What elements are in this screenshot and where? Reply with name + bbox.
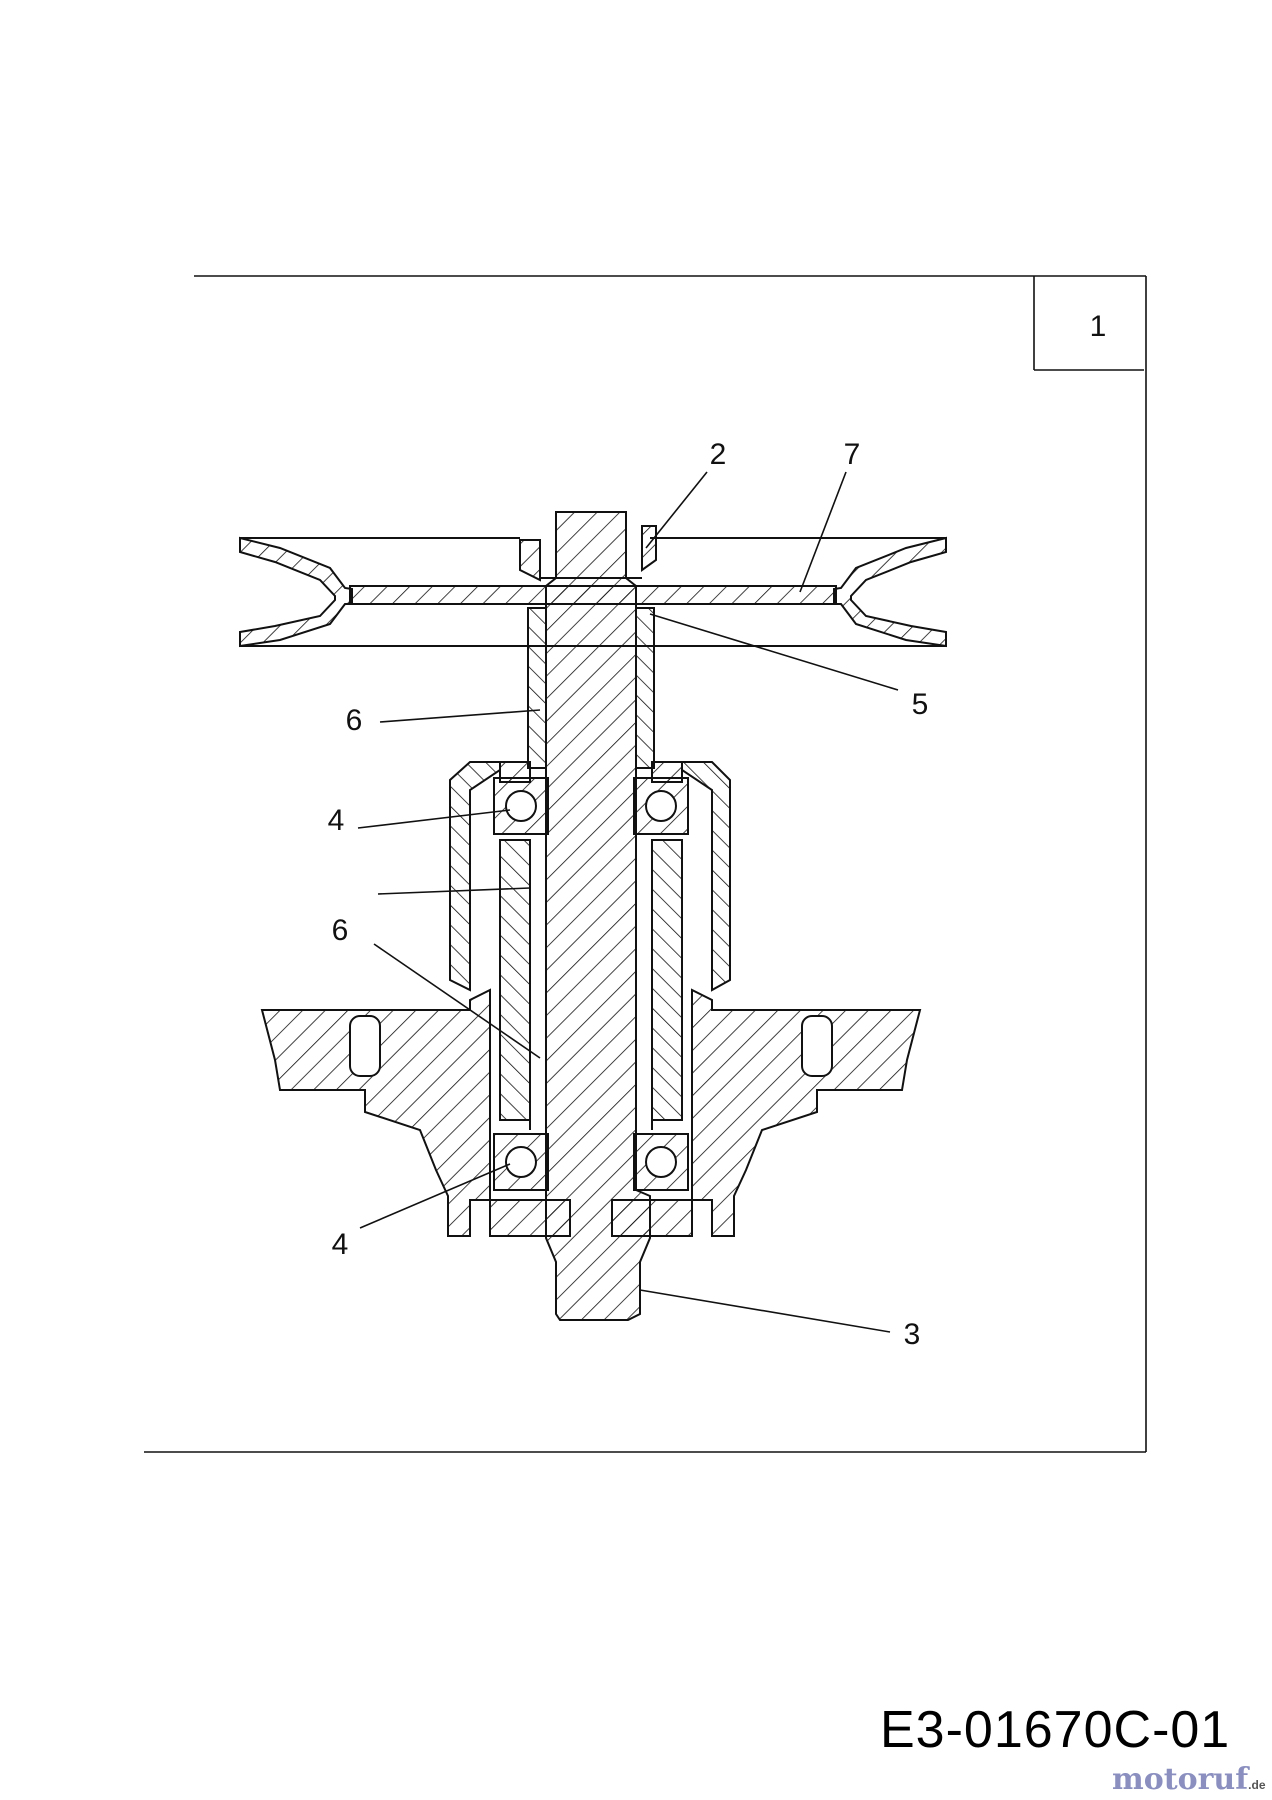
callout-labels: 2 7 5 6 4 6 4 3 (328, 438, 929, 1351)
watermark-logo: motoruf.de (1112, 1762, 1266, 1797)
panel-number: 1 (1090, 310, 1107, 343)
watermark-suffix: .de (1248, 1778, 1266, 1792)
callout-5: 5 (912, 688, 929, 721)
callout-4-lower: 4 (332, 1228, 349, 1261)
drawing-frame (144, 275, 1147, 1453)
callout-7: 7 (844, 438, 861, 471)
callout-3: 3 (904, 1318, 921, 1351)
callout-6-lower: 6 (332, 914, 349, 947)
callout-6-upper: 6 (346, 704, 363, 737)
bearing-spacers (499, 607, 683, 1130)
drawing-code: E3-01670C-01 (880, 1701, 1231, 1759)
spindle-shaft (519, 511, 657, 1321)
leader-lines (357, 471, 899, 1333)
callout-4-upper: 4 (328, 804, 345, 837)
ball-bearings (493, 777, 689, 1191)
watermark-main: motoruf (1112, 1762, 1249, 1797)
callout-2: 2 (710, 438, 727, 471)
